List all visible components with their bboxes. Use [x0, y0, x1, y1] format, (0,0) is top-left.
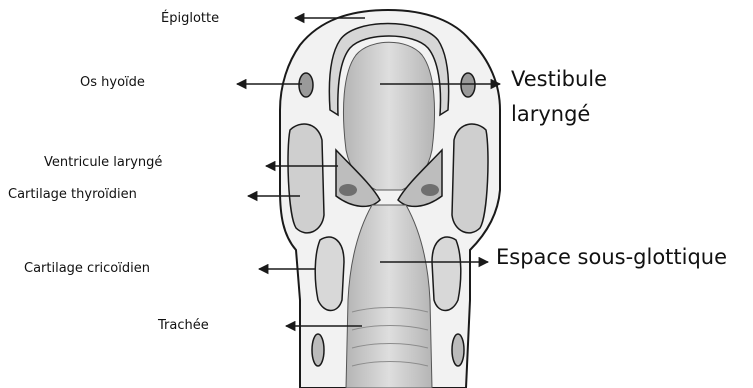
- label-trachee: Trachée: [158, 318, 209, 333]
- left-hyoid: [299, 73, 313, 97]
- label-cartilage-thyroidien: Cartilage thyroïdien: [8, 187, 137, 202]
- right-ventricle: [421, 184, 439, 196]
- label-espace-sous-glottique: Espace sous-glottique: [496, 244, 727, 271]
- left-trachea-ring: [312, 334, 324, 366]
- label-ventricule-larynge: Ventricule laryngé: [44, 155, 162, 170]
- label-epiglotte: Épiglotte: [161, 11, 219, 26]
- label-vestibule-line2: laryngé: [511, 101, 590, 128]
- left-ventricle: [339, 184, 357, 196]
- left-thyroid-cartilage: [288, 124, 324, 233]
- right-hyoid: [461, 73, 475, 97]
- vestibule-cavity: [343, 42, 434, 190]
- right-trachea-ring: [452, 334, 464, 366]
- left-cricoid-cartilage: [315, 237, 344, 311]
- label-vestibule-line1: Vestibule: [511, 66, 607, 93]
- right-cricoid-cartilage: [432, 237, 461, 311]
- right-thyroid-cartilage: [452, 124, 488, 233]
- label-os-hyoide: Os hyoïde: [80, 75, 145, 90]
- label-cartilage-cricoidien: Cartilage cricoïdien: [24, 261, 150, 276]
